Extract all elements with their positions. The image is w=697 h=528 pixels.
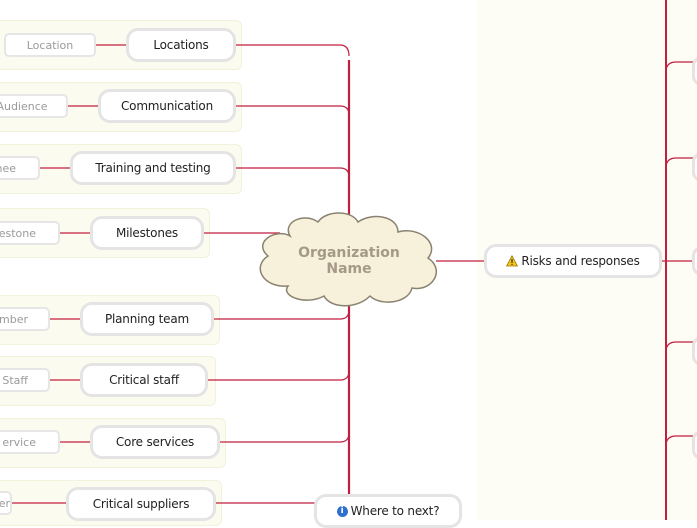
central-topic-label: Organization Name — [289, 245, 409, 277]
connector-core-services — [220, 432, 350, 443]
subtopic-audience[interactable]: Audience — [0, 94, 68, 118]
right-node-1[interactable] — [692, 56, 697, 86]
central-topic-line2: Name — [326, 261, 372, 277]
topic-training-and-testing[interactable]: Training and testing — [70, 151, 236, 185]
right-connector-4 — [665, 341, 697, 353]
risks-label: Risks and responses — [521, 254, 640, 268]
central-cloud — [259, 212, 438, 307]
topic-risks-and-responses[interactable]: Risks and responses — [484, 244, 662, 278]
subtopic-staff[interactable]: Staff — [0, 368, 50, 392]
right-connector-1 — [665, 61, 697, 73]
topic-locations[interactable]: Locations — [126, 28, 236, 62]
warning-icon — [506, 255, 519, 267]
connector-critical-staff — [208, 370, 350, 381]
where-next-label: Where to next? — [350, 504, 440, 518]
right-node-5[interactable] — [692, 430, 697, 460]
topic-communication[interactable]: Communication — [98, 89, 236, 123]
central-topic[interactable]: Organization Name — [258, 216, 440, 306]
subtopic-trainee[interactable]: nee — [0, 156, 40, 180]
right-node-4[interactable] — [692, 336, 697, 366]
topic-milestones[interactable]: Milestones — [90, 216, 204, 250]
connector-training — [236, 167, 350, 178]
info-icon: i — [336, 505, 348, 517]
subtopic-location[interactable]: Location — [4, 33, 96, 57]
right-connector-2 — [665, 157, 697, 169]
topic-critical-suppliers[interactable]: Critical suppliers — [66, 487, 216, 521]
subtopic-supplier[interactable]: er — [0, 491, 12, 515]
right-connector-5 — [665, 435, 697, 447]
topic-core-services[interactable]: Core services — [90, 425, 220, 459]
subtopic-milestone[interactable]: lestone — [0, 221, 60, 245]
subtopic-service[interactable]: ervice — [0, 430, 60, 454]
central-topic-line1: Organization — [298, 245, 400, 261]
connector-locations — [236, 44, 350, 57]
topic-critical-staff[interactable]: Critical staff — [80, 363, 208, 397]
topic-where-to-next[interactable]: i Where to next? — [314, 494, 462, 528]
right-node-2[interactable] — [692, 152, 697, 182]
right-node-3[interactable] — [692, 246, 697, 276]
connector-communication — [236, 105, 350, 116]
topic-planning-team[interactable]: Planning team — [80, 302, 214, 336]
connector-planning-team — [214, 309, 350, 320]
subtopic-member[interactable]: mber — [0, 307, 50, 331]
